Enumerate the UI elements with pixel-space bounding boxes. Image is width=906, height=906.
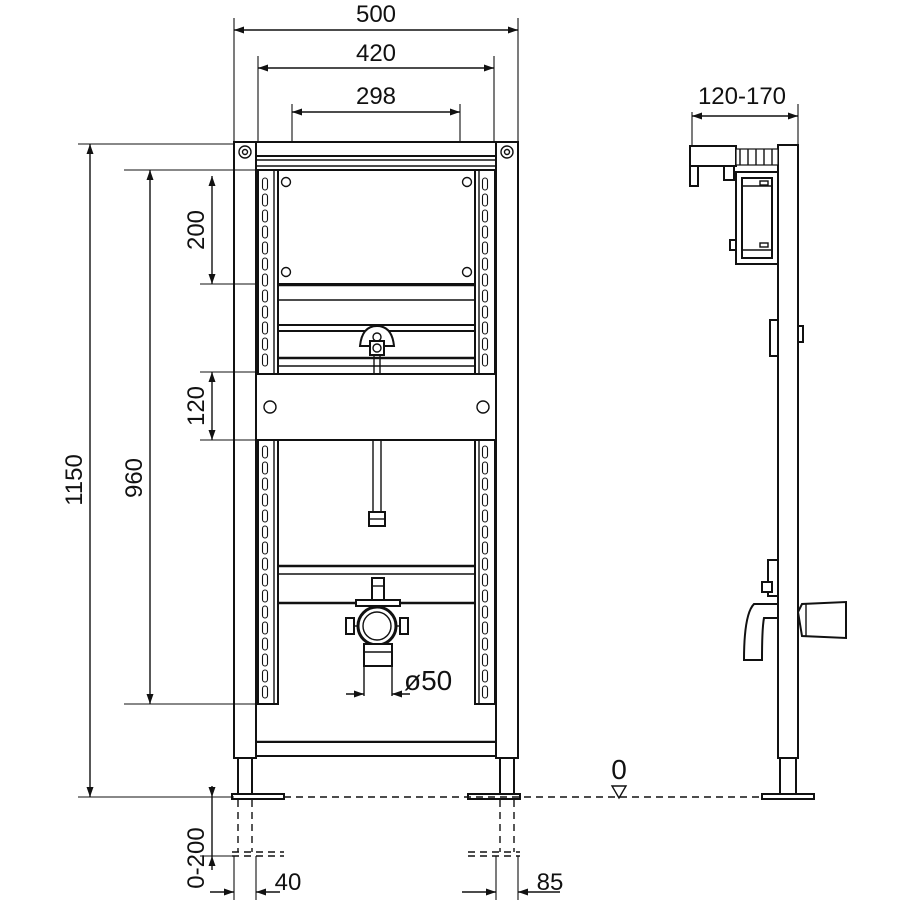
left-post	[233, 141, 257, 759]
hex-nut-icon	[280, 176, 473, 278]
rail-slot	[261, 273, 269, 287]
rail-slot	[481, 573, 489, 587]
rail-slot	[261, 289, 269, 303]
rail-slot	[261, 241, 269, 255]
rail-slot	[261, 509, 269, 523]
side-clamp	[767, 559, 779, 597]
rail-slot	[261, 337, 269, 351]
water-inlet-fitting	[358, 324, 396, 374]
right-post	[495, 141, 519, 759]
rail-slot	[481, 557, 489, 571]
rail-slot	[261, 557, 269, 571]
dim-depth-range: 120-170	[698, 83, 786, 110]
rail-slot	[481, 621, 489, 635]
dim-rail-height: 960	[121, 458, 148, 498]
rail-slot	[261, 653, 269, 667]
rail-slot	[481, 509, 489, 523]
screw-icon	[238, 145, 514, 159]
rail-slot	[481, 445, 489, 459]
adjustable-feet	[231, 757, 521, 857]
rail-slot	[261, 209, 269, 223]
rail-slot	[261, 541, 269, 555]
rail-slot	[481, 461, 489, 475]
side-post	[777, 144, 799, 759]
dim-crossbar-height: 120	[183, 386, 210, 426]
rail-slot	[261, 353, 269, 367]
wall-bracket	[689, 145, 779, 187]
dim-foot-spacing: 85	[537, 869, 564, 896]
rail-slot	[481, 257, 489, 271]
rail-slot	[261, 669, 269, 683]
dim-total-height: 1150	[61, 454, 88, 506]
rail-slot	[261, 321, 269, 335]
rail-slot	[481, 685, 489, 699]
floor-level-label: 0	[611, 754, 627, 785]
rail-slot	[481, 669, 489, 683]
rail-slot	[481, 225, 489, 239]
rail-slot	[481, 589, 489, 603]
rail-slot	[261, 493, 269, 507]
side-clamp	[769, 319, 779, 357]
dim-foot-width: 40	[275, 869, 302, 896]
rail-slot	[261, 637, 269, 651]
rail-slot	[261, 605, 269, 619]
dim-inner-width: 420	[356, 40, 396, 67]
dim-frame-width: 500	[356, 1, 396, 28]
rail-slot	[261, 621, 269, 635]
front-view	[231, 141, 774, 857]
rail-slot	[481, 337, 489, 351]
dimension-lines	[78, 18, 799, 900]
rail-slot	[261, 445, 269, 459]
rail-slot	[261, 305, 269, 319]
rail-slot	[481, 209, 489, 223]
upper-mounting-plate	[277, 169, 476, 285]
rail-slot	[481, 525, 489, 539]
rail-slot	[481, 653, 489, 667]
rail-slot	[481, 193, 489, 207]
rail-slot	[481, 541, 489, 555]
rail-slot	[481, 477, 489, 491]
rail-slot	[481, 289, 489, 303]
urinal-outlet	[742, 600, 847, 661]
rail-slot	[261, 685, 269, 699]
rail-slot	[481, 241, 489, 255]
rail-slot	[481, 493, 489, 507]
rail-slot	[261, 225, 269, 239]
rail-slot	[261, 257, 269, 271]
dim-bracket-spacing: 298	[356, 83, 396, 110]
bottom-rail	[255, 741, 497, 757]
rail-slots	[261, 177, 489, 699]
rail-slot	[261, 177, 269, 191]
rail-slot	[261, 573, 269, 587]
floor-level-marker-icon	[610, 785, 628, 800]
dim-upper-offset: 200	[183, 210, 210, 250]
dim-foot-adjust: 0-200	[183, 827, 210, 888]
rail-slot	[261, 193, 269, 207]
rail-slot	[261, 589, 269, 603]
flush-hose	[368, 440, 386, 527]
rail-slot	[481, 273, 489, 287]
rail-slot	[481, 305, 489, 319]
rail-slot	[481, 177, 489, 191]
side-view	[689, 144, 847, 800]
rail-slot	[481, 353, 489, 367]
dimension-labels: 500 420 298 120-170 1150 960 200 120 ø50…	[61, 1, 786, 896]
drain-fitting	[345, 577, 409, 696]
rail-slot	[261, 525, 269, 539]
rail-slot	[261, 461, 269, 475]
rail-slot	[261, 477, 269, 491]
rail-slot	[481, 321, 489, 335]
top-rail	[255, 141, 497, 157]
rail-slot	[481, 605, 489, 619]
mounting-box	[729, 171, 779, 265]
dim-drain-diameter: ø50	[404, 665, 452, 696]
crossbar	[255, 373, 497, 441]
rail-slot	[481, 637, 489, 651]
